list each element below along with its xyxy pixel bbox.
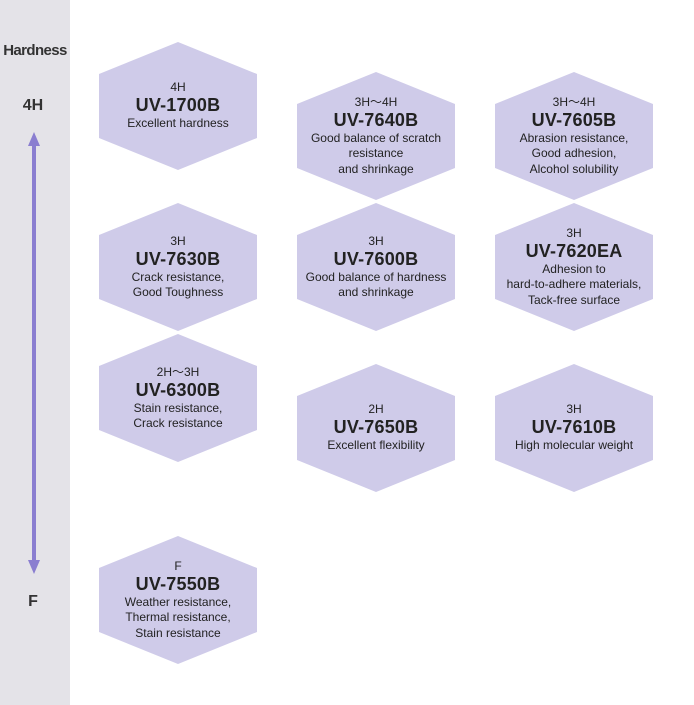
product-code: UV-7650B: [333, 417, 419, 438]
product-code: UV-6300B: [135, 379, 221, 400]
hexagon-uv-7600b: [297, 203, 455, 331]
axis-title: Hardness: [3, 42, 67, 59]
product-code: UV-7610B: [531, 417, 617, 438]
product-grade: 4H: [170, 80, 186, 95]
product-grade: 3H: [368, 233, 384, 248]
product-grade: 3H: [566, 225, 582, 240]
product-grade: 3H～4H: [354, 94, 398, 109]
product-grade: 3H: [170, 233, 186, 248]
product-description: Good balance of scratch resistance and s…: [310, 130, 442, 176]
product-grade: 2H～3H: [156, 364, 200, 379]
hexagon-uv-7630b: [99, 203, 257, 331]
product-code: UV-7630B: [135, 248, 221, 269]
product-node-uv-7630b: 3H UV-7630B Crack resistance, Good Tough…: [93, 202, 263, 332]
product-node-uv-7640b: 3H～4H UV-7640B Good balance of scratch r…: [291, 71, 461, 201]
product-description: Crack resistance, Good Toughness: [131, 269, 225, 300]
product-description: Good balance of hardness and shrinkage: [305, 269, 447, 300]
axis-bottom-label: F: [28, 593, 38, 610]
product-grade: 3H: [566, 402, 582, 417]
product-node-uv-6300b: 2H～3H UV-6300B Stain resistance, Crack r…: [93, 333, 263, 463]
hexagon-uv-7620ea: [495, 203, 653, 331]
hexagon-uv-7550b: [99, 536, 257, 664]
product-node-uv-7550b: F UV-7550B Weather resistance, Thermal r…: [93, 535, 263, 665]
product-grade: F: [174, 558, 182, 573]
product-node-uv-7605b: 3H～4H UV-7605B Abrasion resistance, Good…: [489, 71, 659, 201]
product-code: UV-7550B: [135, 573, 221, 594]
product-description: Weather resistance, Thermal resistance, …: [124, 594, 232, 640]
product-description: Stain resistance, Crack resistance: [133, 400, 223, 431]
hexagon-uv-7640b: [297, 72, 455, 200]
product-grade: 2H: [368, 402, 384, 417]
product-description: Excellent flexibility: [327, 438, 425, 453]
hardness-arrow-icon: [28, 132, 40, 574]
product-node-uv-7650b: 2H UV-7650B Excellent flexibility: [291, 363, 461, 493]
hexagon-uv-7605b: [495, 72, 653, 200]
product-code: UV-7640B: [333, 109, 419, 130]
product-node-uv-7610b: 3H UV-7610B High molecular weight: [489, 363, 659, 493]
product-grade: 3H～4H: [552, 94, 596, 109]
product-code: UV-7605B: [531, 109, 617, 130]
hardness-axis-panel: Hardness 4H F: [0, 0, 70, 705]
product-node-uv-7620ea: 3H UV-7620EA Adhesion to hard-to-adhere …: [489, 202, 659, 332]
product-node-uv-1700b: 4H UV-1700B Excellent hardness: [93, 41, 263, 171]
product-description: Adhesion to hard-to-adhere materials, Ta…: [506, 261, 642, 307]
hexagon-uv-1700b: [99, 42, 257, 170]
product-code: UV-1700B: [135, 95, 221, 116]
hexagon-uv-6300b: [99, 334, 257, 462]
axis-top-label: 4H: [22, 97, 44, 114]
product-description: High molecular weight: [514, 438, 634, 453]
product-description: Abrasion resistance, Good adhesion, Alco…: [519, 130, 629, 176]
product-description: Excellent hardness: [127, 116, 229, 131]
hexagon-uv-7650b: [297, 364, 455, 492]
product-code: UV-7600B: [333, 248, 419, 269]
product-node-uv-7600b: 3H UV-7600B Good balance of hardness and…: [291, 202, 461, 332]
product-code: UV-7620EA: [525, 240, 623, 261]
hexagon-uv-7610b: [495, 364, 653, 492]
